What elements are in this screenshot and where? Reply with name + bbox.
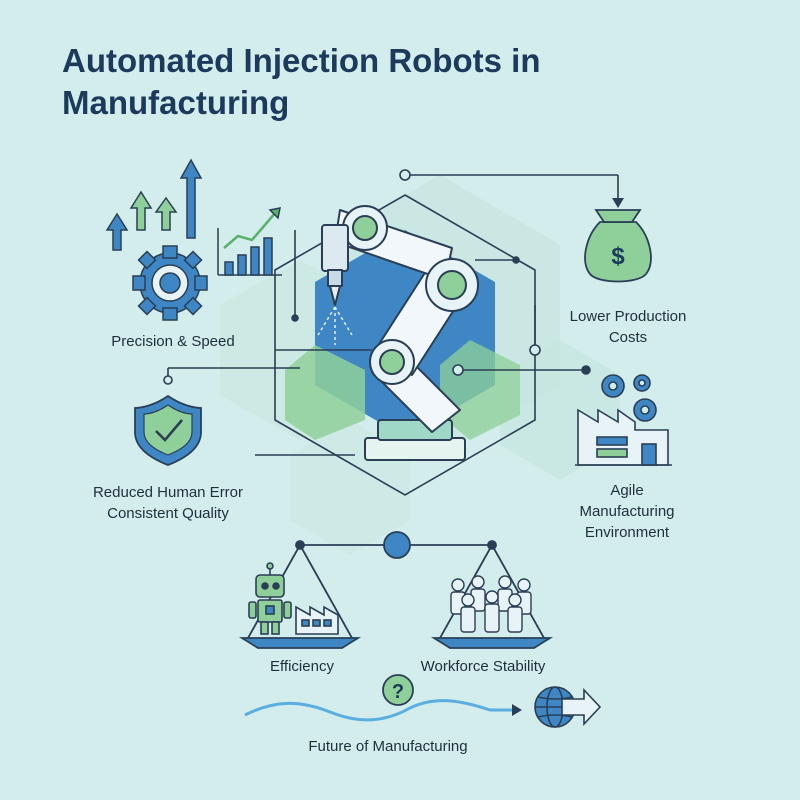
label-workforce-stability: Workforce Stability xyxy=(420,658,546,675)
money-bag-icon xyxy=(584,209,652,283)
shield-check-icon xyxy=(134,394,202,466)
connector-lines xyxy=(167,174,624,456)
small-factory-icon xyxy=(295,605,339,635)
label-future-of-manufacturing: Future of Manufacturing xyxy=(308,738,468,755)
workers-group-icon xyxy=(450,575,532,633)
question-circle-icon xyxy=(382,674,414,706)
scale-pivot xyxy=(383,531,411,559)
globe-arrow-icon xyxy=(534,686,602,728)
connector-dots xyxy=(163,169,591,385)
growth-arrows-icon xyxy=(105,158,203,251)
robot-arm-icon xyxy=(317,205,479,461)
wave-arrowhead xyxy=(512,704,522,716)
question-mark: ? xyxy=(392,681,404,703)
robot-icon xyxy=(248,562,292,635)
main-hexagon-outline xyxy=(274,194,536,496)
dollar-sign: $ xyxy=(611,243,625,270)
bar-chart-icon xyxy=(217,207,282,276)
gear-icon xyxy=(132,245,208,321)
factory-gears-icon xyxy=(575,374,672,466)
page-title: Automated Injection Robots in Manufactur… xyxy=(62,42,541,121)
future-wave-line xyxy=(244,699,512,722)
green-accent-left xyxy=(285,345,365,440)
label-lower-production-costs: Lower Production Costs xyxy=(569,308,687,346)
label-precision-speed: Precision & Speed xyxy=(111,333,235,350)
label-efficiency: Efficiency xyxy=(270,658,334,675)
label-reduced-human-error: Reduced Human Error Consistent Quality xyxy=(92,484,244,522)
label-agile-manufacturing: Agile Manufacturing Environment xyxy=(579,482,675,541)
